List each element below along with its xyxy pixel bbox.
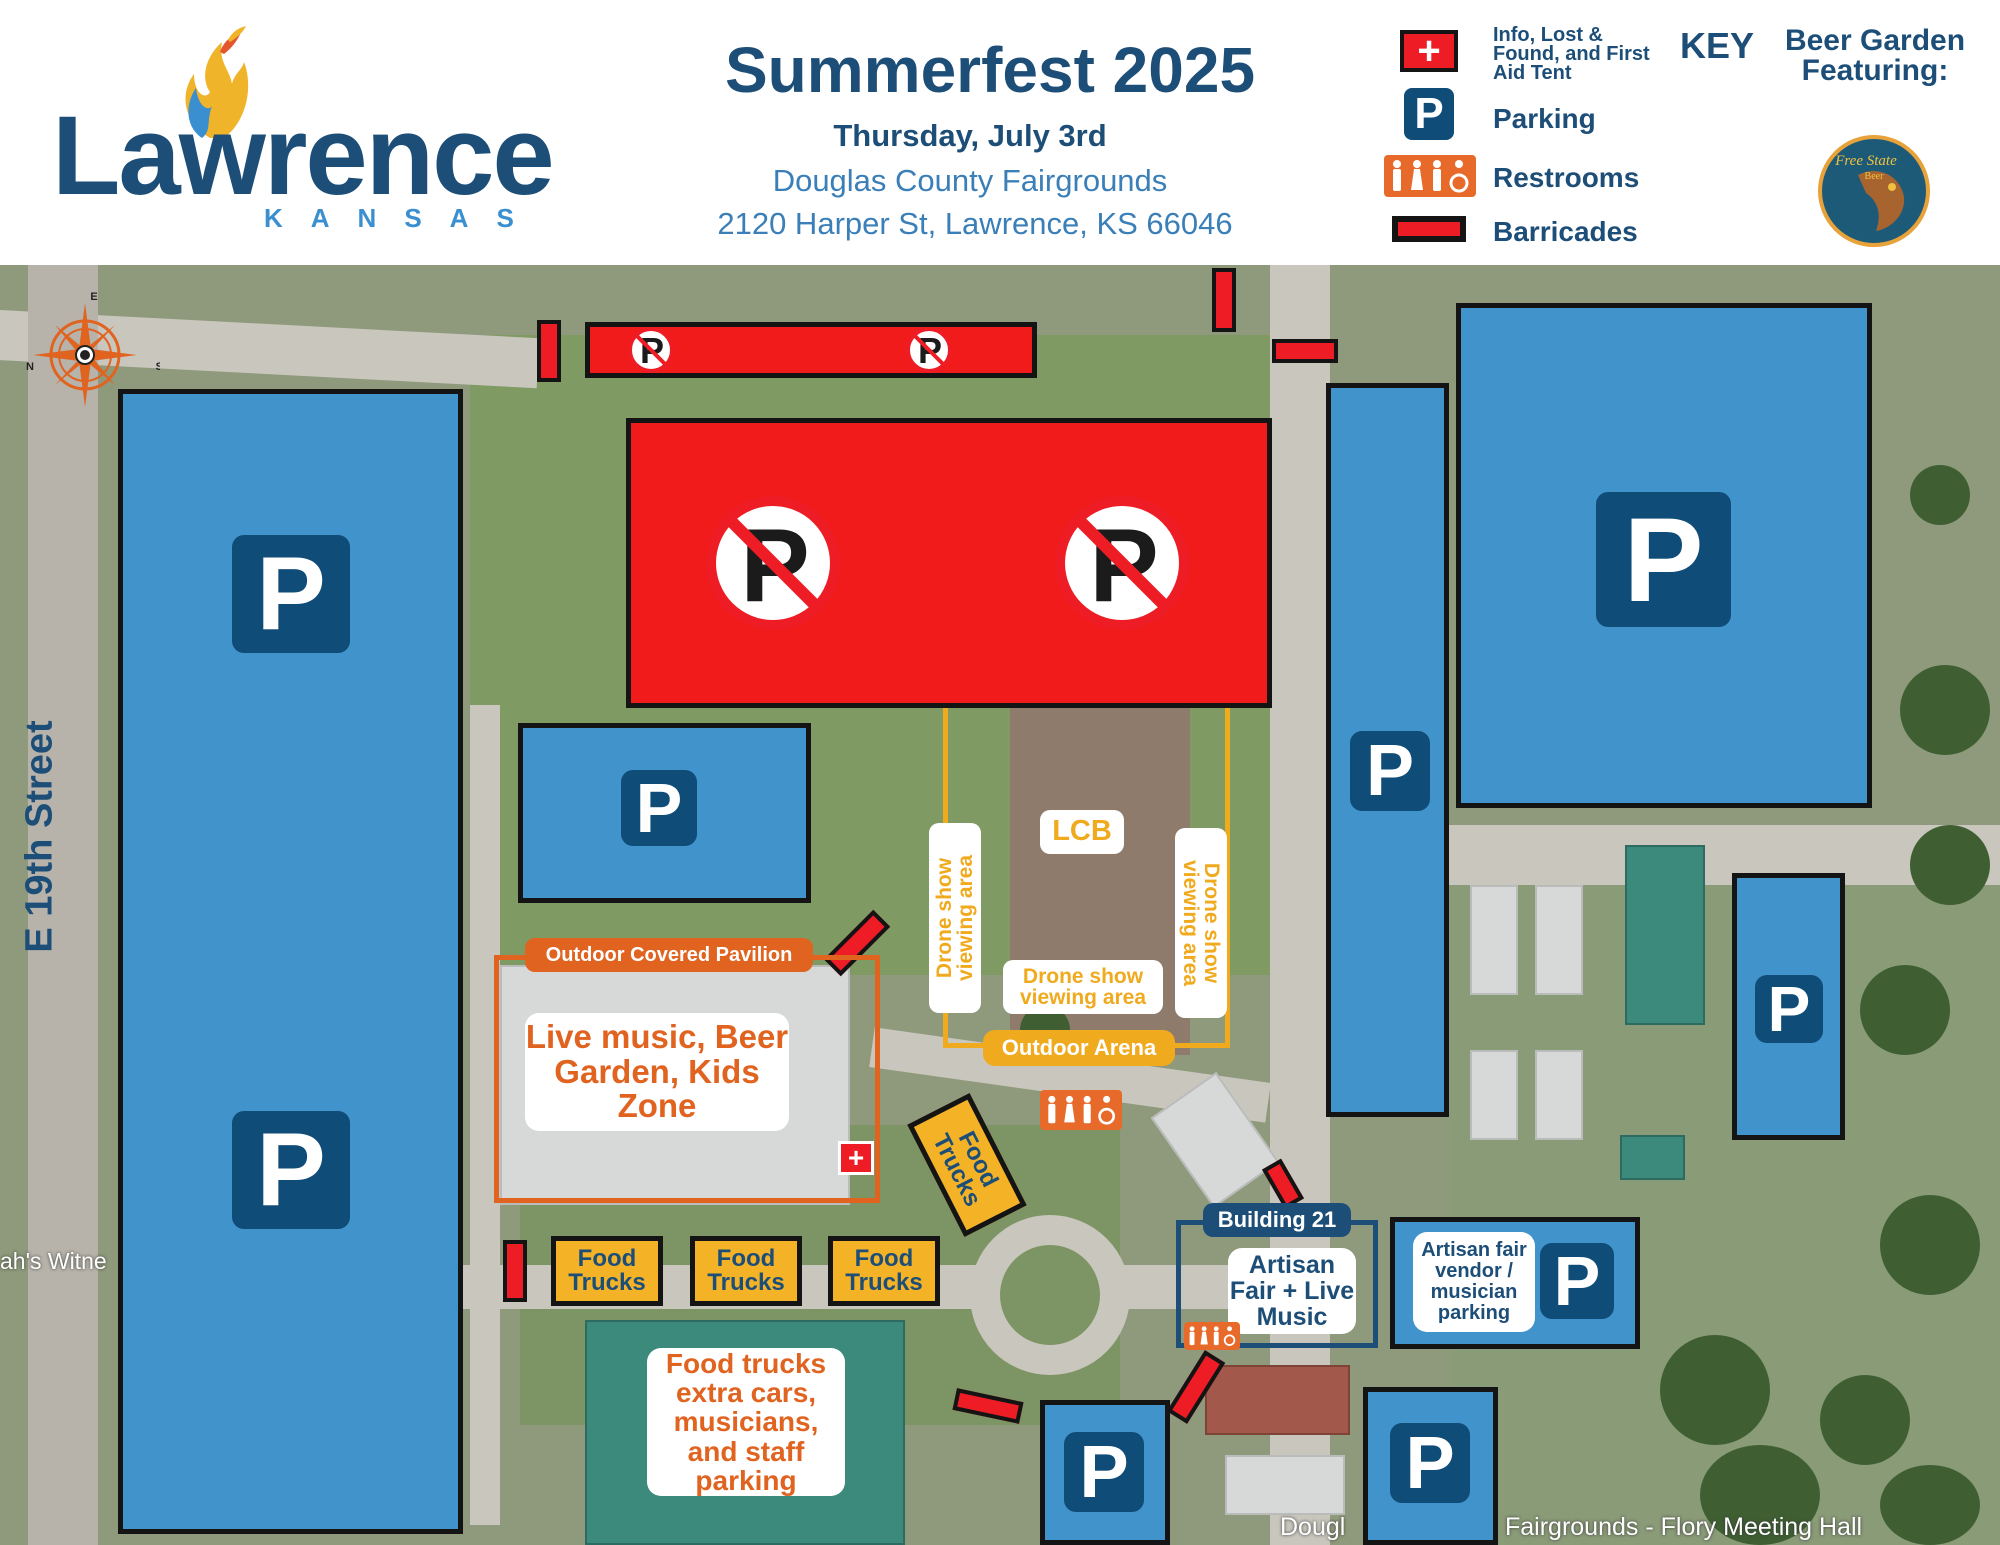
key-label-restrooms: Restrooms [1493, 162, 1640, 193]
flame-logo-icon [185, 26, 249, 138]
barricade [537, 320, 561, 382]
restroom-icon [1040, 1090, 1122, 1130]
svg-text:Free State: Free State [1834, 153, 1897, 169]
parking-icon: P [1755, 975, 1823, 1043]
tree [1910, 465, 1970, 525]
food-trucks-box: Food Trucks [690, 1236, 802, 1306]
parking-icon: P [621, 770, 697, 846]
outdoor-covered-pavilion-label: Outdoor Covered Pavilion [525, 938, 813, 972]
food-trucks-box: Food Trucks [828, 1236, 940, 1306]
drone-viewing-right-label: Drone show viewing area [1175, 828, 1227, 1018]
teal-small-barn [1620, 1135, 1685, 1180]
tree [1900, 665, 1990, 755]
barricade [1272, 339, 1338, 363]
outdoor-arena-label: Outdoor Arena [983, 1030, 1175, 1066]
tree [1880, 1195, 1980, 1295]
no-parking-icon: P [628, 327, 674, 373]
key-label-first-aid: Info, Lost & Found, and First Aid Tent [1493, 24, 1650, 84]
parking-icon: P [232, 535, 350, 653]
first-aid-icon: + [1400, 30, 1458, 72]
food-trucks-box: Food Trucks [551, 1236, 663, 1306]
pavilion-activities-label: Live music, Beer Garden, Kids Zone [525, 1013, 789, 1131]
flory-meeting-hall-label: Fairgrounds - Flory Meeting Hall [1505, 1513, 1863, 1541]
parking-icon: P [1404, 88, 1454, 140]
parking-icon: P [1390, 1423, 1470, 1503]
street-fragment-label: ah's Witne [0, 1248, 107, 1274]
barn-4 [1535, 1050, 1583, 1140]
venue-address: 2120 Harper St, Lawrence, KS 66046 [717, 206, 1233, 241]
no-parking-icon: P [706, 496, 840, 630]
no-parking-icon: P [1055, 496, 1189, 630]
logo-wordmark: Lawrence [52, 93, 555, 218]
tree [1910, 825, 1990, 905]
svg-text:Beer: Beer [1865, 171, 1885, 182]
building-21-label: Building 21 [1203, 1203, 1351, 1237]
venue-name: Douglas County Fairgrounds [772, 163, 1168, 198]
road-east-drive [1270, 265, 1330, 1545]
parking-icon: P [232, 1111, 350, 1229]
parking-icon: P [1540, 1243, 1614, 1319]
tree [1820, 1375, 1910, 1465]
barricade [1212, 268, 1236, 332]
compass-rose-icon: E N S W [26, 291, 160, 407]
key-label-barricades: Barricades [1493, 216, 1638, 247]
parking-icon: P [1350, 731, 1430, 811]
logo-subtitle: KANSAS [264, 203, 542, 233]
key-label-parking: Parking [1493, 103, 1596, 134]
lcb-label: LCB [1040, 810, 1124, 854]
svg-text:S: S [156, 361, 160, 373]
svg-text:E: E [90, 291, 97, 303]
key-heading: KEY [1680, 25, 1755, 66]
barn-2 [1535, 885, 1583, 995]
restroom-icon [1384, 155, 1476, 197]
header: Lawrence KANSAS Summerfest 2025 Thursday… [0, 0, 2000, 265]
parking-icon: P [1596, 492, 1731, 627]
free-state-beer-logo-icon: Free State Beer [1818, 135, 1930, 247]
tree [1860, 965, 1950, 1055]
tree [1660, 1335, 1770, 1445]
bottom-fragment-label: Dougl [1280, 1513, 1346, 1541]
barricade [503, 1240, 527, 1302]
drone-viewing-bottom-label: Drone show viewing area [1003, 960, 1163, 1014]
food-truck-parking-label: Food trucks extra cars, musicians, and s… [647, 1348, 845, 1496]
no-parking-icon: P [906, 327, 952, 373]
first-aid-icon: + [838, 1141, 874, 1175]
drone-viewing-left-label: Drone show viewing area [929, 823, 981, 1013]
barn-1 [1470, 885, 1518, 995]
restroom-icon [1184, 1322, 1240, 1350]
teal-barn [1625, 845, 1705, 1025]
tree [1880, 1465, 1980, 1545]
svg-text:N: N [26, 361, 34, 373]
street-label-e-19th: E 19th Street [18, 720, 61, 953]
roundabout [970, 1215, 1130, 1375]
artisan-fair-label: Artisan Fair + Live Music [1228, 1248, 1356, 1334]
tree [1700, 1445, 1820, 1545]
barn-3 [1470, 1050, 1518, 1140]
barricade-icon [1392, 216, 1466, 242]
parking-icon: P [1064, 1432, 1144, 1512]
artisan-parking-label: Artisan fair vendor / musician parking [1413, 1232, 1535, 1332]
meeting-hall [1225, 1455, 1345, 1515]
e-19th-street-road [28, 265, 98, 1545]
red-roof-building [1205, 1365, 1350, 1435]
beer-garden-heading: Beer Garden Featuring: [1784, 24, 1966, 87]
page-title: Summerfest 2025 [724, 34, 1256, 106]
parking-lot-pavilion [518, 723, 811, 903]
event-date: Thursday, July 3rd [833, 118, 1107, 153]
fairgrounds-map: E 19th Street ah's Witne Dougl Fairgroun… [0, 265, 2000, 1545]
